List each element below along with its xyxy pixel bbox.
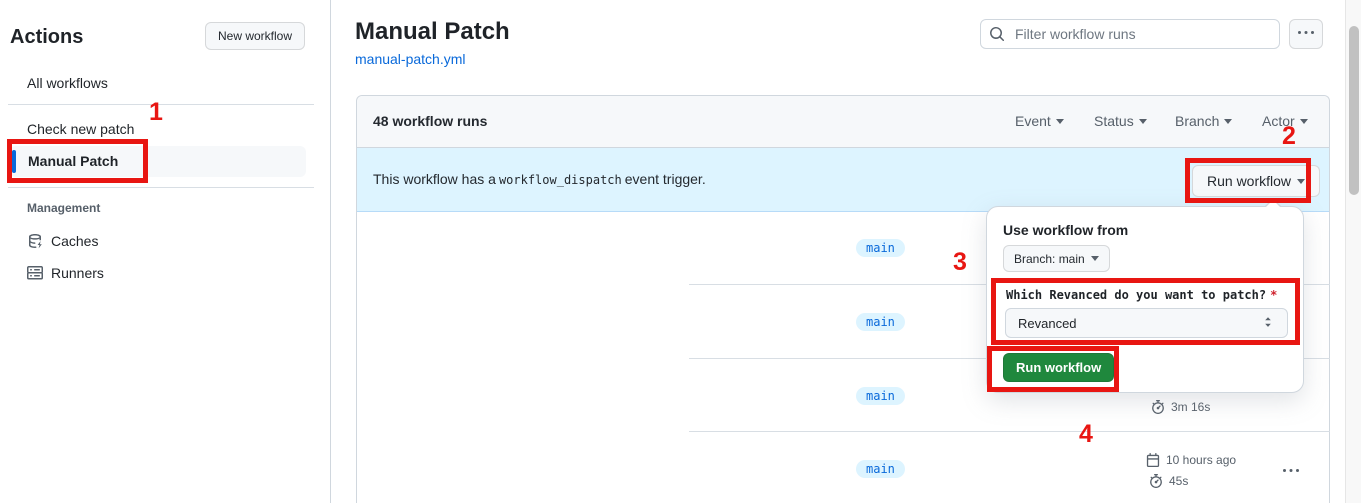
run-workflow-submit-button[interactable]: Run workflow: [1003, 353, 1115, 382]
management-section-label: Management: [27, 201, 101, 215]
row-divider: [689, 431, 1330, 432]
search-icon: [989, 26, 1005, 42]
run-workflow-dropdown-panel: Use workflow from Branch: main Which Rev…: [986, 198, 1304, 393]
chevron-down-icon: [1297, 178, 1306, 184]
chevron-down-icon: [1055, 118, 1064, 124]
calendar-icon: [1146, 453, 1160, 467]
cache-icon: [27, 233, 43, 249]
chevron-down-icon: [1299, 118, 1308, 124]
new-workflow-button[interactable]: New workflow: [205, 22, 306, 50]
branch-badge[interactable]: main: [856, 239, 905, 257]
run-workflow-dropdown-button[interactable]: Run workflow: [1192, 165, 1321, 197]
annotation-number-4: 4: [1079, 420, 1093, 448]
server-icon: [26, 265, 43, 281]
run-row-kebab-button[interactable]: [1283, 463, 1299, 484]
status-filter-dropdown[interactable]: Status: [1094, 113, 1147, 129]
runs-table-header: 48 workflow runs Event Status Branch Act…: [357, 96, 1329, 148]
annotation-number-1: 1: [149, 98, 163, 126]
branch-badge[interactable]: main: [856, 460, 905, 478]
sidebar-item-runners[interactable]: Runners: [26, 265, 104, 281]
filter-workflow-runs-input[interactable]: [1013, 25, 1271, 43]
stopwatch-icon: [1150, 474, 1162, 488]
sidebar-selected-item-background: [10, 146, 306, 177]
annotation-number-3: 3: [953, 248, 967, 276]
sidebar-item-label: Caches: [51, 233, 99, 249]
workflow-input-label: Which Revanced do you want to patch?*: [1006, 288, 1278, 302]
sidebar-item-manual-patch[interactable]: Manual Patch: [28, 153, 119, 169]
actor-filter-dropdown[interactable]: Actor: [1262, 113, 1308, 129]
workflows-sidebar: Actions New workflow All workflows Check…: [0, 0, 331, 503]
annotation-number-2: 2: [1282, 122, 1296, 150]
run-duration: 3m 16s: [1151, 400, 1210, 414]
sidebar-title: Actions: [10, 26, 84, 48]
sidebar-selected-accent-bar: [12, 150, 16, 173]
scrollbar-thumb[interactable]: [1349, 26, 1359, 195]
stopwatch-icon: [1152, 400, 1164, 414]
page-kebab-button[interactable]: [1289, 19, 1323, 49]
branch-filter-dropdown[interactable]: Branch: [1175, 113, 1233, 129]
branch-badge[interactable]: main: [856, 387, 905, 405]
run-started-time: 10 hours ago: [1146, 453, 1236, 467]
kebab-horizontal-icon: [1298, 25, 1314, 44]
sidebar-divider: [8, 104, 314, 105]
required-asterisk: *: [1270, 288, 1278, 302]
run-duration: 45s: [1149, 474, 1188, 488]
chevron-down-icon: [1138, 118, 1147, 124]
chevron-down-icon: [1224, 118, 1233, 124]
branch-selector-button[interactable]: Branch: main: [1003, 245, 1110, 272]
filter-workflow-runs-box: [980, 19, 1280, 49]
sidebar-item-all-workflows[interactable]: All workflows: [27, 75, 108, 91]
sidebar-divider: [8, 187, 314, 188]
use-workflow-from-label: Use workflow from: [1003, 222, 1129, 238]
workflow-runs-count: 48 workflow runs: [373, 113, 488, 129]
sidebar-item-caches[interactable]: Caches: [27, 233, 98, 249]
kebab-horizontal-icon: [1283, 466, 1299, 483]
panel-caret: [1266, 200, 1280, 207]
revanced-select[interactable]: Revanced: [1005, 308, 1288, 338]
branch-badge[interactable]: main: [856, 313, 905, 331]
workflow-dispatch-code: workflow_dispatch: [498, 173, 622, 187]
scrollbar-track[interactable]: [1345, 0, 1361, 503]
sidebar-item-check-new-patch[interactable]: Check new patch: [27, 121, 135, 137]
event-filter-dropdown[interactable]: Event: [1015, 113, 1064, 129]
sidebar-item-label: Runners: [51, 265, 104, 281]
unfold-icon: [1261, 315, 1275, 332]
chevron-down-icon: [1090, 256, 1099, 261]
workflow-file-link[interactable]: manual-patch.yml: [355, 51, 466, 67]
page-title: Manual Patch: [355, 18, 510, 45]
